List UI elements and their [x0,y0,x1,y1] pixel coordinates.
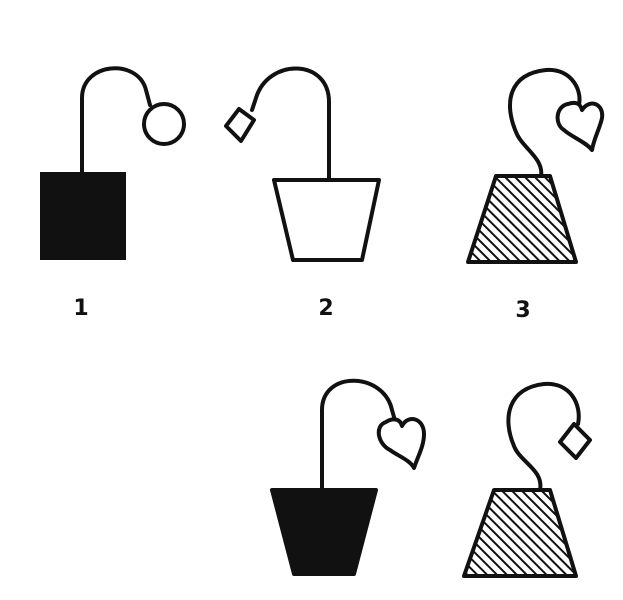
option-a-container [272,490,376,574]
figure-2-stem [252,68,329,180]
figure-2-container [274,180,379,260]
figure-2 [226,68,379,260]
option-b-container [464,490,576,576]
option-a [272,381,424,574]
figure-1 [42,68,184,258]
figure-2-diamond-symbol [226,109,254,141]
option-b [464,384,590,576]
figure-1-container [42,174,124,258]
figure-1-stem [82,68,150,174]
option-b-diamond-symbol [560,424,590,458]
figure-1-label: 1 [66,296,96,321]
figure-3-container [468,176,576,262]
figure-2-label: 2 [311,296,341,321]
option-a-heart-symbol [379,419,424,468]
figure-3-heart-symbol [558,103,603,150]
figure-1-circle-symbol [144,104,184,144]
figure-3-label: 3 [508,298,538,323]
figure-3 [468,70,602,262]
